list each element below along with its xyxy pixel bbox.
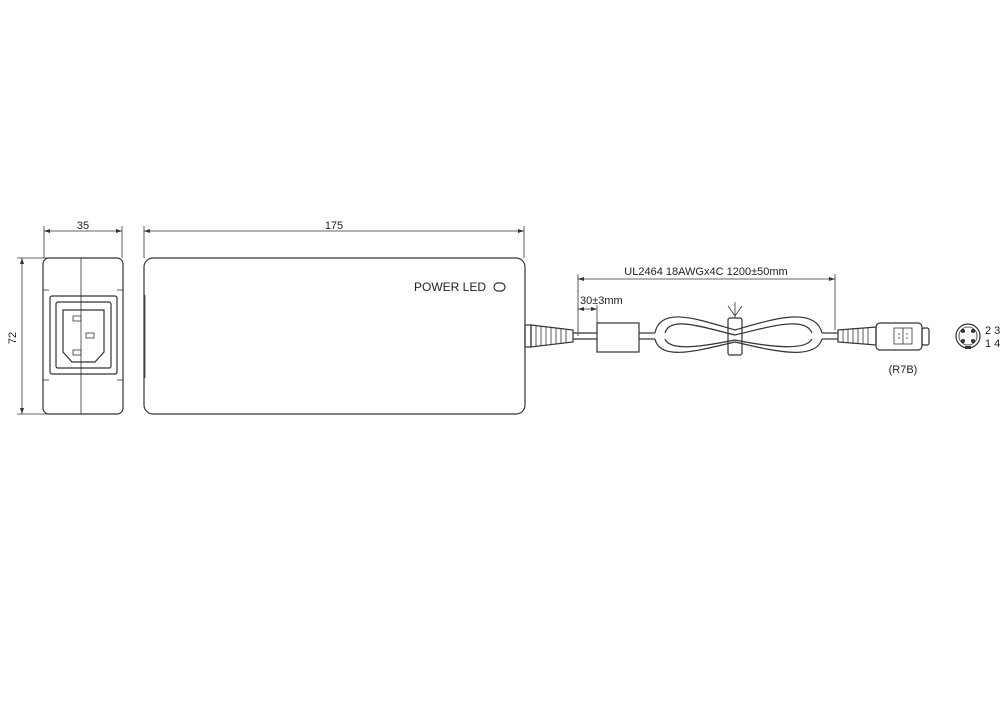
adapter-side-view [42,257,124,415]
connector-code-label: (R7B) [889,364,918,376]
strain-relief [524,324,574,348]
ac-inlet-socket [62,309,105,363]
dimension-side-width: 35 [43,220,123,258]
dimension-height: 72 [7,257,52,415]
dimension-body-length: 175 [143,220,525,258]
adapter-body: POWER LED [143,257,526,415]
dimension-cable-length: UL2464 18AWGx4C 1200±50mm [577,266,836,330]
inlet-pin-top [72,315,82,322]
connector-pin-face: 2 3 1 4 [955,323,1000,350]
power-led-label: POWER LED [414,280,486,294]
cable-spec-label: UL2464 18AWGx4C 1200±50mm [624,266,787,278]
inlet-pin-bottom [72,349,82,356]
power-led-indicator [493,282,506,292]
core-offset-label: 30±3mm [580,295,623,307]
dc-connector: (R7B) [837,322,930,376]
inlet-pin-middle [85,332,95,339]
cable [573,302,838,356]
side-width-label: 35 [77,220,89,232]
cable-tie [727,317,743,356]
ferrite-core [596,322,640,353]
pin-numbers-bottom: 1 4 [985,338,1000,350]
height-label: 72 [7,332,19,344]
dimension-core-offset: 30±3mm [577,290,623,336]
pin-numbers-top: 2 3 [985,325,1000,337]
body-length-label: 175 [325,220,343,232]
